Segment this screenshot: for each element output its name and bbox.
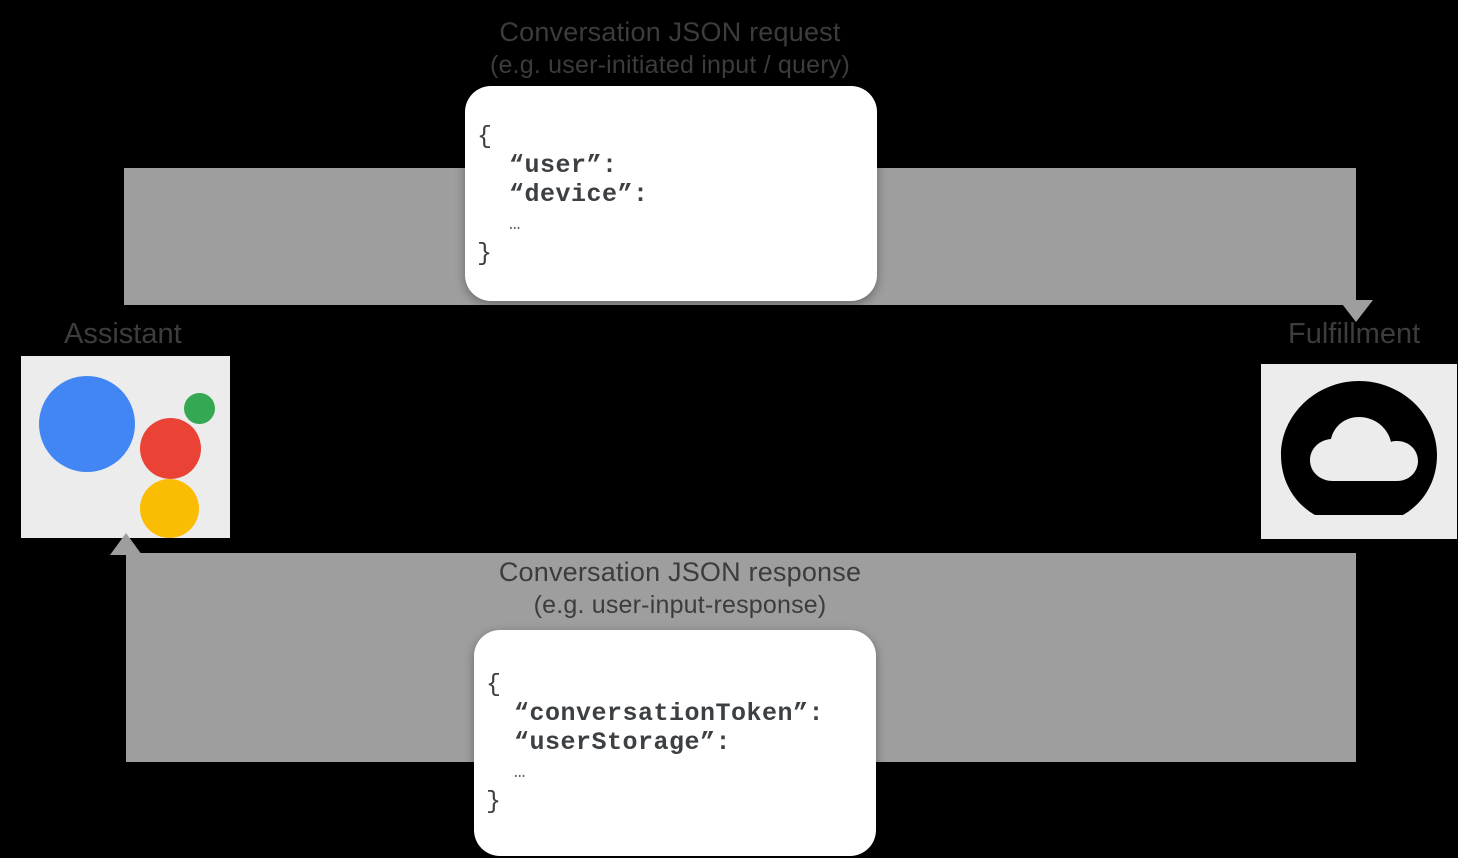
json-line: { [477,122,493,151]
json-line: } [486,787,502,816]
json-line: … [514,761,526,783]
assistant-dot-blue [39,376,135,472]
assistant-dot-red [140,418,201,479]
fulfillment-node[interactable] [1261,364,1457,539]
response-json-card: { “conversationToken”: “userStorage”: … … [474,630,876,856]
assistant-caption: Assistant [64,318,182,350]
json-line: “user”: [509,151,618,180]
assistant-dot-yellow [140,479,199,538]
request-flow-label-line2: (e.g. user-initiated input / query) [490,50,850,79]
json-line: { [486,670,502,699]
request-flow-label: Conversation JSON request (e.g. user-ini… [0,16,1340,81]
assistant-node[interactable] [21,356,230,538]
json-line: … [509,213,521,235]
request-json-card: { “user”: “device”: … } [465,86,877,301]
json-line: “userStorage”: [514,728,732,757]
json-line: “conversationToken”: [514,699,825,728]
json-line: } [477,239,493,268]
google-assistant-icon [21,356,230,538]
json-line: “device”: [509,180,649,209]
response-flow-label-line2: (e.g. user-input-response) [533,590,827,619]
response-flow-label-line1: Conversation JSON response [498,557,862,587]
arrow-up-icon [110,533,142,555]
fulfillment-caption: Fulfillment [1288,318,1421,350]
request-flow-label-line1: Conversation JSON request [499,17,841,47]
assistant-dot-green [184,393,215,424]
response-flow-label: Conversation JSON response (e.g. user-in… [0,556,1360,621]
arrow-down-icon [1339,300,1373,322]
cloud-functions-icon [1281,381,1437,515]
